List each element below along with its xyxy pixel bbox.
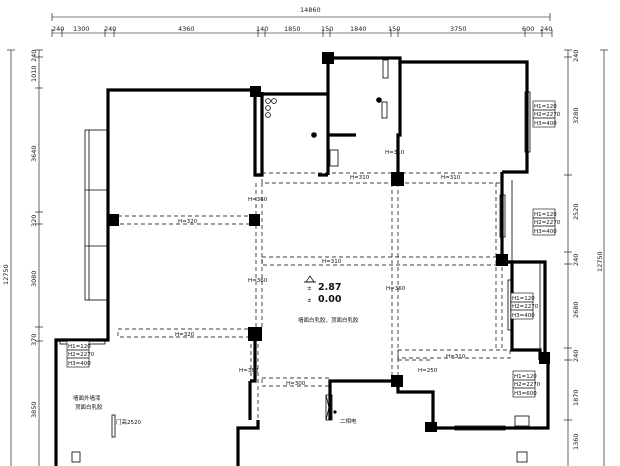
top-dim-7: 150 xyxy=(321,25,333,33)
window-tag-5-h1: H1=120 xyxy=(514,374,537,380)
left-total-dim: 12750 xyxy=(2,264,10,285)
right-dim-7: 1870 xyxy=(572,389,580,406)
elevation-markers: ± 2.87 ± 0.00 xyxy=(304,275,342,305)
beam-label-6: H=310 xyxy=(322,259,342,265)
beam-label-8: H=360 xyxy=(386,286,406,292)
window-tag-4-h3: H3=400 xyxy=(68,361,91,367)
beam-lines xyxy=(117,172,511,420)
plus-minus-upper: ± xyxy=(307,286,312,292)
finish-note-left-1: 墙面外墙漆 xyxy=(73,394,101,402)
window-tag-3: H1=120 H2=2270 H3=400 xyxy=(510,292,539,320)
left-dim-6: 370 xyxy=(30,334,38,346)
window-tag-3-h3: H3=400 xyxy=(512,313,535,319)
floor-elevation: 0.00 xyxy=(318,294,342,305)
window-tag-3-h2: H2=2270 xyxy=(512,304,539,310)
window-tag-5: H1=120 H2=2270 H3=600 xyxy=(512,370,541,398)
door-height-note: 门高2520 xyxy=(116,418,141,426)
left-dim-4: 320 xyxy=(30,215,38,227)
top-dim-1: 240 xyxy=(52,25,64,33)
window-tag-1-h2: H2=2270 xyxy=(534,112,561,118)
beam-label-10: H=310 xyxy=(446,354,466,360)
window-tag-5-h2: H2=2270 xyxy=(514,382,541,388)
window-tag-3-h1: H1=120 xyxy=(512,296,535,302)
window-tag-2: H1=120 H2=2270 H3=400 xyxy=(532,208,561,236)
right-dim-4: 240 xyxy=(572,254,580,266)
left-dim-1: 240 xyxy=(30,50,38,62)
left-dimension-chain: 12750 240 1010 3640 320 3080 370 3850 xyxy=(2,50,43,466)
window-tag-1-h3: H3=400 xyxy=(534,121,557,127)
window-tag-4-h2: H2=2270 xyxy=(68,352,95,358)
right-dim-6: 240 xyxy=(572,350,580,362)
right-total-dim: 12750 xyxy=(596,251,604,272)
window-tag-4-h1: H1=120 xyxy=(68,344,91,350)
right-dim-5: 2680 xyxy=(572,301,580,318)
top-total-dim: 14860 xyxy=(300,6,321,14)
top-dim-12: 240 xyxy=(540,25,552,33)
beam-label-3: H=310 xyxy=(441,175,461,181)
window-tag-1-h1: H1=120 xyxy=(534,104,557,110)
window-tag-2-h2: H2=2270 xyxy=(534,220,561,226)
beam-label-7: H=360 xyxy=(248,278,268,284)
plus-minus-lower: ± xyxy=(307,298,312,304)
window-tag-4: H1=120 H2=2270 H3=400 xyxy=(66,340,95,368)
exterior-walls xyxy=(54,56,550,466)
finish-note-center: 墙面白乳胶，顶面白乳胶 xyxy=(298,316,359,324)
top-dim-2: 1300 xyxy=(73,25,90,33)
left-dim-7: 3850 xyxy=(30,401,38,418)
beam-label-2: H=310 xyxy=(350,175,370,181)
beam-label-5: H=320 xyxy=(178,219,198,225)
beam-label-12: H=300 xyxy=(286,381,306,387)
top-dim-5: 140 xyxy=(256,25,268,33)
top-dim-9: 150 xyxy=(388,25,400,33)
window-tag-2-h1: H1=120 xyxy=(534,212,557,218)
right-dim-8: 1360 xyxy=(572,433,580,450)
right-dim-2: 3280 xyxy=(572,107,580,124)
window-tag-1: H1=120 H2=2270 H3=400 xyxy=(532,100,561,128)
interior-walls xyxy=(248,62,542,420)
beam-label-13: H=250 xyxy=(418,368,438,374)
top-dim-8: 1840 xyxy=(350,25,367,33)
top-dim-3: 240 xyxy=(104,25,116,33)
bathroom-fixtures xyxy=(265,97,388,167)
left-dim-3: 3640 xyxy=(30,145,38,162)
beam-label-9: H=320 xyxy=(175,332,195,338)
left-dim-2: 1010 xyxy=(30,65,38,82)
top-dimension-chain: 14860 240 1300 240 4360 140 1850 150 184… xyxy=(51,6,552,37)
structural-columns xyxy=(108,52,550,432)
right-dimension-chain: 240 3280 2520 240 2680 240 1870 1360 127… xyxy=(564,50,608,466)
beam-height-labels: H=310 H=310 H=310 H=360 H=320 H=310 H=36… xyxy=(175,150,466,387)
beam-label-4: H=360 xyxy=(248,197,268,203)
beam-label-11: H=360 xyxy=(239,368,259,374)
window-tag-2-h3: H3=400 xyxy=(534,229,557,235)
left-dim-5: 3080 xyxy=(30,270,38,287)
beam-label-1: H=310 xyxy=(385,150,405,156)
finish-note-left-2: 顶面白乳胶 xyxy=(75,403,103,411)
windows xyxy=(59,59,541,431)
top-dim-10: 3750 xyxy=(450,25,467,33)
ceiling-elevation: 2.87 xyxy=(318,282,341,293)
top-dim-4: 4360 xyxy=(178,25,195,33)
right-dim-3: 2520 xyxy=(572,203,580,220)
power-note: 二相电 xyxy=(340,417,357,425)
window-tag-5-h3: H3=600 xyxy=(514,391,537,397)
top-dim-11: 600 xyxy=(522,25,534,33)
top-dim-6: 1850 xyxy=(284,25,301,33)
right-dim-1: 240 xyxy=(572,50,580,62)
detail-marks xyxy=(71,394,530,463)
elevation-triangle-upper xyxy=(305,275,315,283)
